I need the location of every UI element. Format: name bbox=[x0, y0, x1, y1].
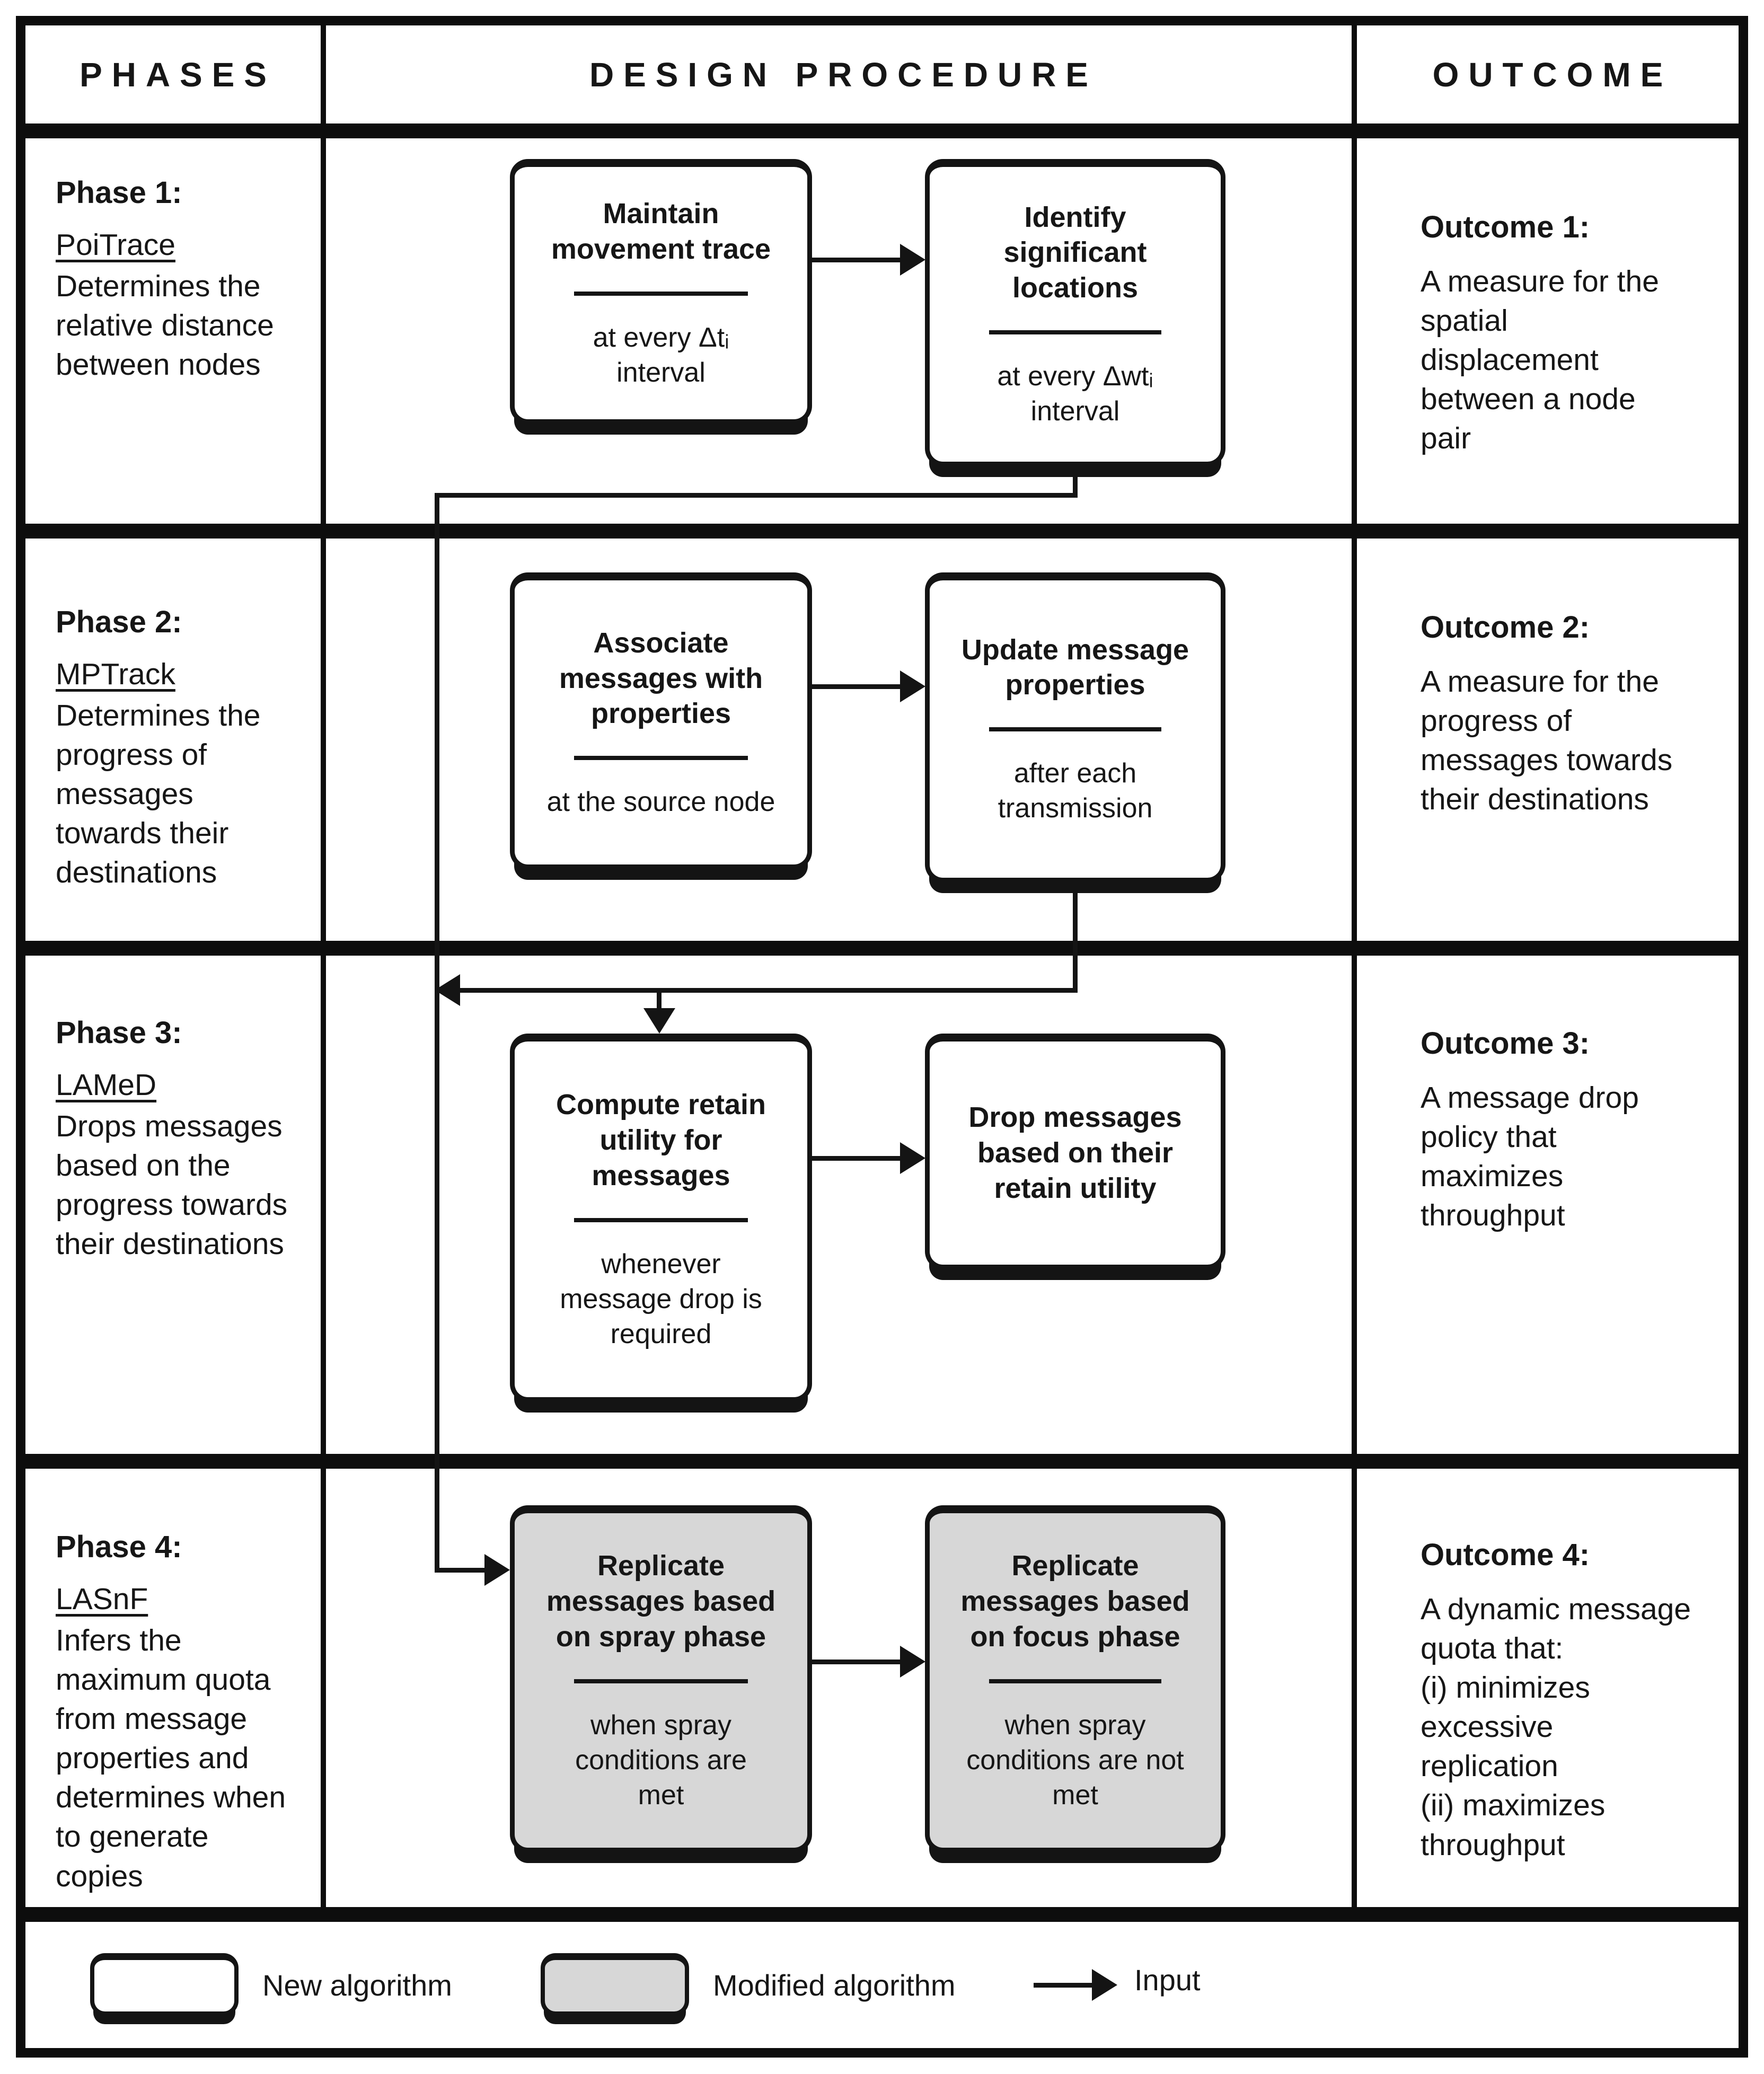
phase-name: PoiTrace bbox=[56, 228, 175, 262]
box-divider bbox=[989, 1679, 1162, 1683]
phase-description: Determines the progress of messages towa… bbox=[56, 699, 261, 890]
outcome-cell-2: Outcome 2: A measure for the progress of… bbox=[1421, 610, 1739, 819]
box-title: Replicate messages based on focus phase bbox=[960, 1550, 1190, 1653]
flow-box-maintain-movement-trace: Maintain movement trace at every Δtᵢ int… bbox=[510, 159, 812, 424]
arrowhead-down-icon bbox=[643, 1008, 675, 1034]
box-title: Associate messages with properties bbox=[559, 626, 763, 730]
outcome-description: A message drop policy that maximizes thr… bbox=[1421, 1081, 1639, 1233]
connector-identify-down bbox=[1073, 466, 1078, 498]
outcome-title: Outcome 4: bbox=[1421, 1538, 1590, 1572]
phase-cell-4: Phase 4: LASnF Infers the maximum quota … bbox=[56, 1529, 315, 1896]
arrowhead-right-icon bbox=[484, 1554, 510, 1586]
flow-box-drop-messages: Drop messages based on their retain util… bbox=[925, 1034, 1225, 1269]
box-subtitle: when spray conditions are not met bbox=[966, 1709, 1184, 1811]
outcome-title: Outcome 2: bbox=[1421, 610, 1590, 645]
box-title: Update message properties bbox=[961, 633, 1189, 701]
outcome-cell-3: Outcome 3: A message drop policy that ma… bbox=[1421, 1026, 1739, 1235]
arrowhead-right-icon bbox=[900, 1142, 925, 1174]
box-title: Maintain movement trace bbox=[551, 198, 771, 265]
flow-box-identify-significant-locations: Identify significant locations at every … bbox=[925, 159, 1225, 466]
column-header-outcome: OUTCOME bbox=[1432, 55, 1673, 94]
outcome-description: A measure for the progress of messages t… bbox=[1421, 665, 1673, 817]
arrow-associate-to-update bbox=[812, 684, 901, 689]
arrow-trunk-to-spray bbox=[437, 1568, 486, 1573]
outcome-title: Outcome 3: bbox=[1421, 1026, 1590, 1061]
phase-description: Determines the relative distance between… bbox=[56, 269, 274, 382]
arrow-maintain-to-identify bbox=[812, 258, 901, 262]
arrowhead-right-icon bbox=[900, 670, 925, 702]
box-title: Identify significant locations bbox=[1003, 201, 1147, 304]
box-divider bbox=[574, 756, 748, 761]
legend-new-algorithm-label: New algorithm bbox=[262, 1968, 452, 2002]
box-subtitle: when spray conditions are met bbox=[575, 1709, 747, 1811]
phase-cell-2: Phase 2: MPTrack Determines the progress… bbox=[56, 604, 315, 892]
flow-box-associate-messages: Associate messages with properties at th… bbox=[510, 572, 812, 869]
arrowhead-left-icon bbox=[435, 974, 460, 1006]
box-divider bbox=[574, 1217, 748, 1222]
legend-input-label: Input bbox=[1134, 1963, 1201, 1997]
phase-description: Infers the maximum quota from message pr… bbox=[56, 1623, 286, 1893]
connector-branch-to-compute bbox=[657, 988, 661, 1012]
flow-box-replicate-focus-phase: Replicate messages based on focus phase … bbox=[925, 1505, 1225, 1852]
phase-title: Phase 4: bbox=[56, 1530, 182, 1564]
flow-box-replicate-spray-phase: Replicate messages based on spray phase … bbox=[510, 1505, 812, 1852]
phase-name: LASnF bbox=[56, 1582, 148, 1616]
box-title: Replicate messages based on spray phase bbox=[546, 1550, 776, 1653]
box-divider bbox=[989, 727, 1162, 732]
row-separator-phase2 bbox=[25, 941, 1739, 956]
row-separator-phase3 bbox=[25, 1454, 1739, 1469]
column-separator-phases-design bbox=[321, 25, 326, 1922]
connector-update-down bbox=[1073, 882, 1078, 990]
outcome-cell-4: Outcome 4: A dynamic message quota that:… bbox=[1421, 1537, 1739, 1865]
flow-box-update-message-properties: Update message properties after each tra… bbox=[925, 572, 1225, 882]
flow-box-compute-retain-utility: Compute retain utility for messages when… bbox=[510, 1034, 812, 1402]
box-subtitle: at the source node bbox=[546, 787, 775, 818]
table-outer-border bbox=[16, 16, 1748, 2058]
phase-cell-3: Phase 3: LAMeD Drops messages based on t… bbox=[56, 1015, 315, 1264]
arrow-compute-to-drop bbox=[812, 1156, 901, 1161]
box-divider bbox=[989, 330, 1162, 335]
arrow-spray-to-focus bbox=[812, 1660, 901, 1664]
box-divider bbox=[574, 291, 748, 296]
outcome-title: Outcome 1: bbox=[1421, 210, 1590, 244]
connector-trunk-vertical bbox=[435, 493, 439, 1573]
outcome-description: A dynamic message quota that: (i) minimi… bbox=[1421, 1592, 1691, 1862]
phase-name: LAMeD bbox=[56, 1068, 157, 1102]
column-header-design-procedure: DESIGN PROCEDURE bbox=[589, 55, 1098, 94]
row-separator-header bbox=[25, 123, 1739, 138]
connector-phase2-output-left bbox=[459, 988, 1078, 993]
row-separator-phase4 bbox=[25, 1907, 1739, 1922]
box-divider bbox=[574, 1679, 748, 1683]
arrowhead-right-icon bbox=[900, 244, 925, 276]
connector-phase1-output-left bbox=[435, 493, 1078, 498]
phase-title: Phase 1: bbox=[56, 175, 182, 210]
legend-modified-algorithm-label: Modified algorithm bbox=[713, 1968, 956, 2002]
box-title: Compute retain utility for messages bbox=[555, 1089, 766, 1192]
legend-input-arrow bbox=[1034, 1983, 1093, 1988]
arrowhead-right-icon bbox=[1092, 1969, 1117, 2001]
outcome-description: A measure for the spatial displacement b… bbox=[1421, 264, 1659, 456]
legend-new-algorithm-swatch bbox=[90, 1953, 239, 2016]
arrowhead-right-icon bbox=[900, 1646, 925, 1678]
phase-name: MPTrack bbox=[56, 657, 175, 691]
phase-title: Phase 3: bbox=[56, 1016, 182, 1050]
box-subtitle: whenever message drop is required bbox=[560, 1248, 762, 1349]
outcome-cell-1: Outcome 1: A measure for the spatial dis… bbox=[1421, 209, 1739, 458]
phase-cell-1: Phase 1: PoiTrace Determines the relativ… bbox=[56, 175, 315, 384]
row-separator-phase1 bbox=[25, 524, 1739, 539]
box-subtitle: after each transmission bbox=[998, 758, 1153, 824]
legend-modified-algorithm-swatch bbox=[541, 1953, 689, 2016]
phase-title: Phase 2: bbox=[56, 605, 182, 639]
box-subtitle: at every Δwtᵢ interval bbox=[997, 361, 1153, 427]
phase-description: Drops messages based on the progress tow… bbox=[56, 1109, 288, 1261]
column-header-phases: PHASES bbox=[80, 55, 276, 94]
box-subtitle: at every Δtᵢ interval bbox=[593, 322, 729, 388]
column-separator-design-outcome bbox=[1352, 25, 1357, 1922]
box-title: Drop messages based on their retain util… bbox=[968, 1101, 1182, 1204]
